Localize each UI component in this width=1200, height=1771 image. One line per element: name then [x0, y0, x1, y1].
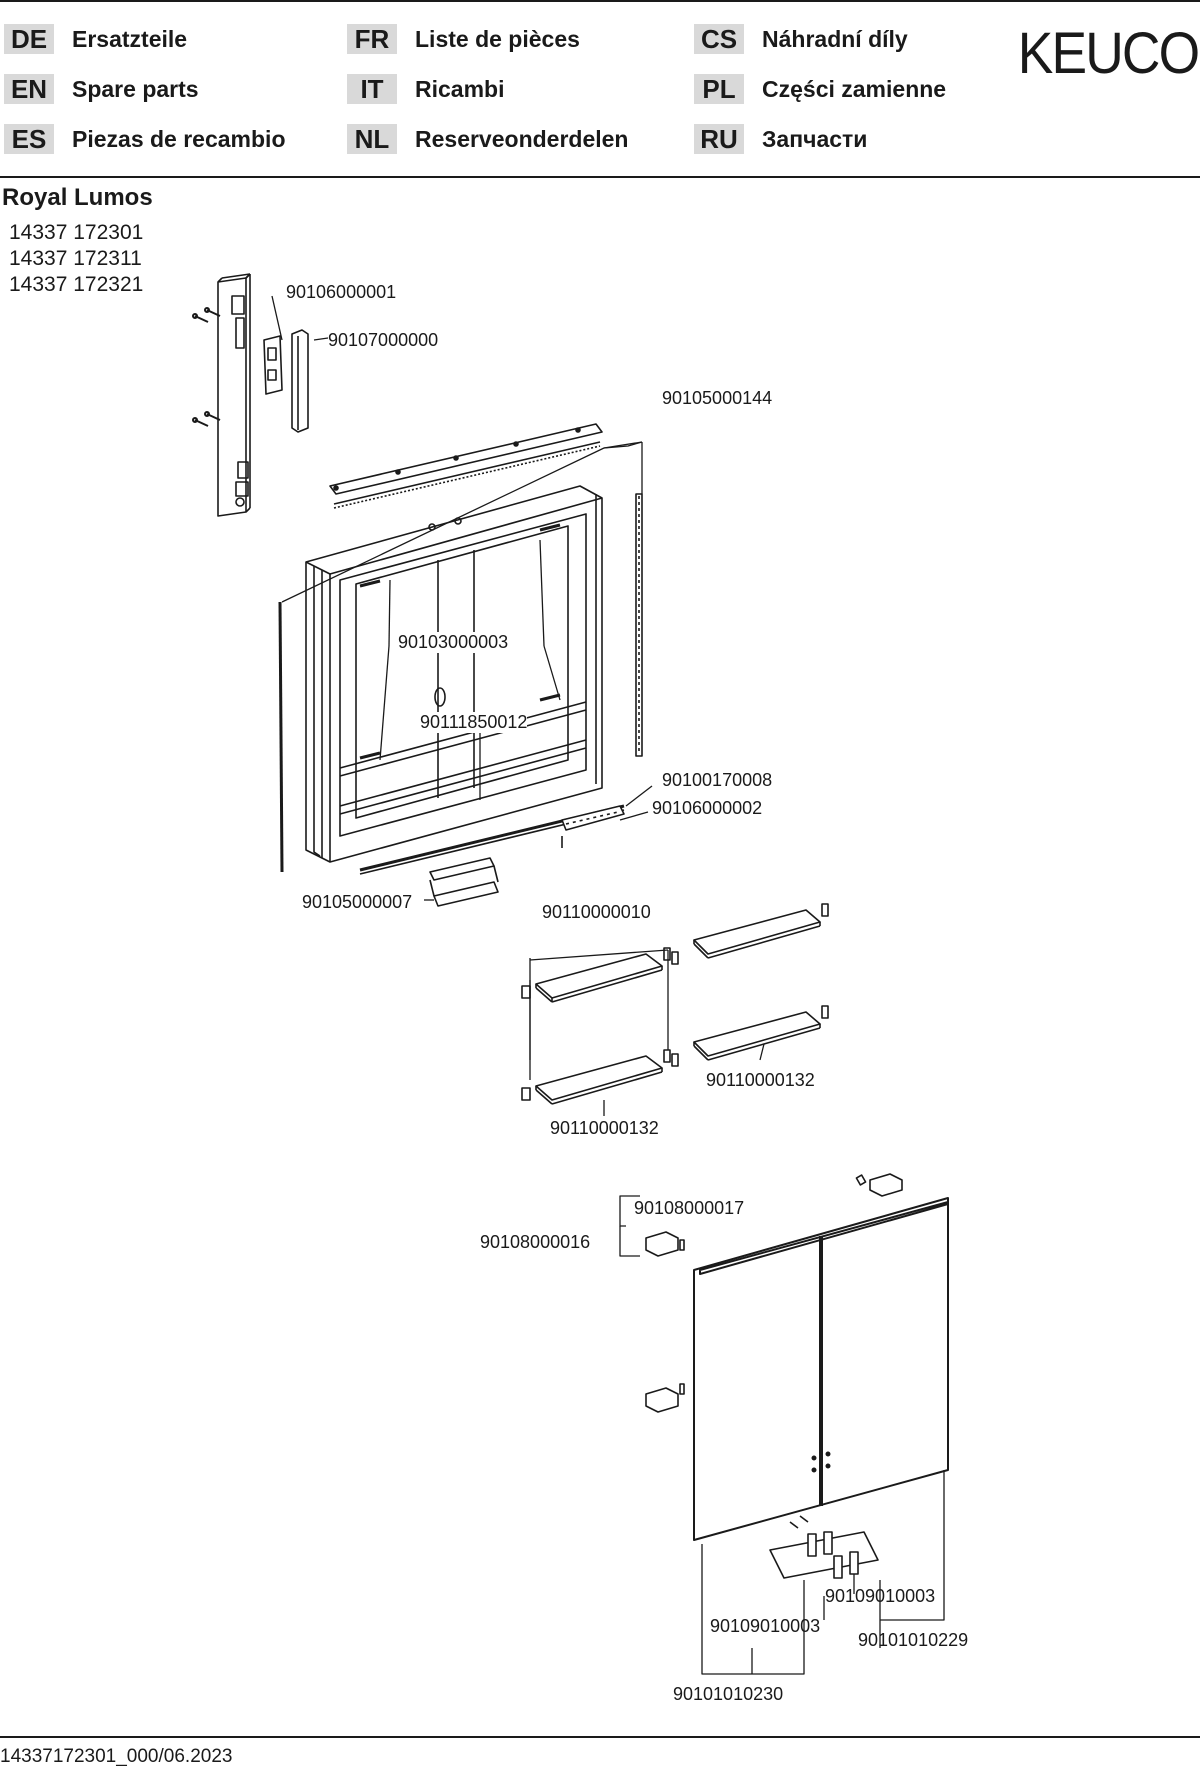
shelf-top-left: [535, 953, 663, 1003]
brand-logo: KEUCO: [1017, 21, 1199, 86]
side-strip-left: [278, 601, 284, 873]
lang-nl: NL Reserveonderdelen: [347, 124, 628, 154]
lang-name: Ricambi: [415, 75, 505, 102]
lang-code: RU: [694, 124, 744, 154]
lang-code: EN: [4, 74, 54, 104]
lang-ru: RU Запчасти: [694, 124, 867, 154]
lang-name: Reserveonderdelen: [415, 125, 629, 152]
lang-code: NL: [347, 124, 397, 154]
hinge-middle: [645, 1231, 685, 1257]
lang-de: DE Ersatzteile: [4, 24, 187, 54]
lang-name: Piezas de recambio: [72, 125, 286, 152]
shelf-top-right: [693, 909, 821, 959]
part-number: 90105000007: [302, 892, 413, 912]
lang-name: Liste de pièces: [415, 25, 580, 52]
driver-cover: [291, 329, 309, 433]
top-strip: [329, 423, 603, 509]
part-number: 90110000010: [542, 902, 651, 922]
part-number: 90108000017: [634, 1198, 745, 1218]
leader-lines: [271, 295, 945, 1675]
screws: [192, 307, 221, 427]
part-number: 90101010229: [858, 1630, 969, 1650]
lang-code: FR: [347, 24, 397, 54]
lang-pl: PL Części zamienne: [694, 74, 946, 104]
header-rule: [0, 176, 1200, 178]
part-number: 90109010003: [825, 1586, 936, 1606]
part-number: 90111850012: [420, 712, 528, 733]
part-number: 90101010230: [673, 1684, 784, 1704]
part-number: 90103000003: [398, 632, 509, 653]
lang-code: IT: [347, 74, 397, 104]
mirror-doors: [693, 1197, 949, 1541]
part-number: 90105000144: [662, 388, 773, 408]
product-title: Royal Lumos: [2, 184, 153, 211]
article-number: 14337 172301: [9, 221, 144, 244]
lang-code: CS: [694, 24, 744, 54]
lang-es: ES Piezas de recambio: [4, 124, 286, 154]
part-number: 90106000001: [286, 282, 397, 302]
driver-unit: [263, 335, 283, 395]
part-number: 90110000132: [706, 1070, 815, 1090]
footer-rule: [0, 1736, 1200, 1738]
part-number: 90100170008: [662, 770, 773, 790]
article-number: 14337 172311: [9, 247, 142, 270]
bottom-profile: [429, 857, 499, 907]
hinge-lower: [645, 1383, 685, 1413]
lang-name: Запчасти: [762, 125, 868, 152]
lang-en: EN Spare parts: [4, 74, 199, 104]
part-number: 90108000016: [480, 1232, 591, 1252]
lang-name: Náhradní díly: [762, 25, 908, 52]
lang-it: IT Ricambi: [347, 74, 504, 104]
document-number: 14337172301_000/06.2023: [0, 1746, 233, 1767]
sensor-bar: [561, 805, 625, 848]
control-panel: [217, 273, 251, 517]
part-number: 90107000000: [328, 330, 439, 350]
lang-code: ES: [4, 124, 54, 154]
shelf-bottom-right: [693, 1011, 821, 1061]
side-strip-right: [635, 493, 643, 757]
lang-code: DE: [4, 24, 54, 54]
door-buffers: [769, 1515, 879, 1579]
cabinet-body: [305, 485, 603, 863]
lang-cs: CS Náhradní díly: [694, 24, 908, 54]
hinge-top: [855, 1173, 903, 1197]
top-rule: [0, 0, 1200, 2]
shelf-clips: [521, 903, 829, 1101]
part-number: 90110000132: [550, 1118, 659, 1138]
lang-fr: FR Liste de pièces: [347, 24, 580, 54]
part-number: 90106000002: [652, 798, 763, 818]
shelf-bottom-left: [535, 1055, 663, 1105]
lang-name: Spare parts: [72, 75, 199, 102]
lang-code: PL: [694, 74, 744, 104]
article-number: 14337 172321: [9, 273, 144, 296]
lang-name: Części zamienne: [762, 75, 947, 102]
lang-name: Ersatzteile: [72, 25, 188, 52]
part-number: 90109010003: [710, 1616, 821, 1636]
